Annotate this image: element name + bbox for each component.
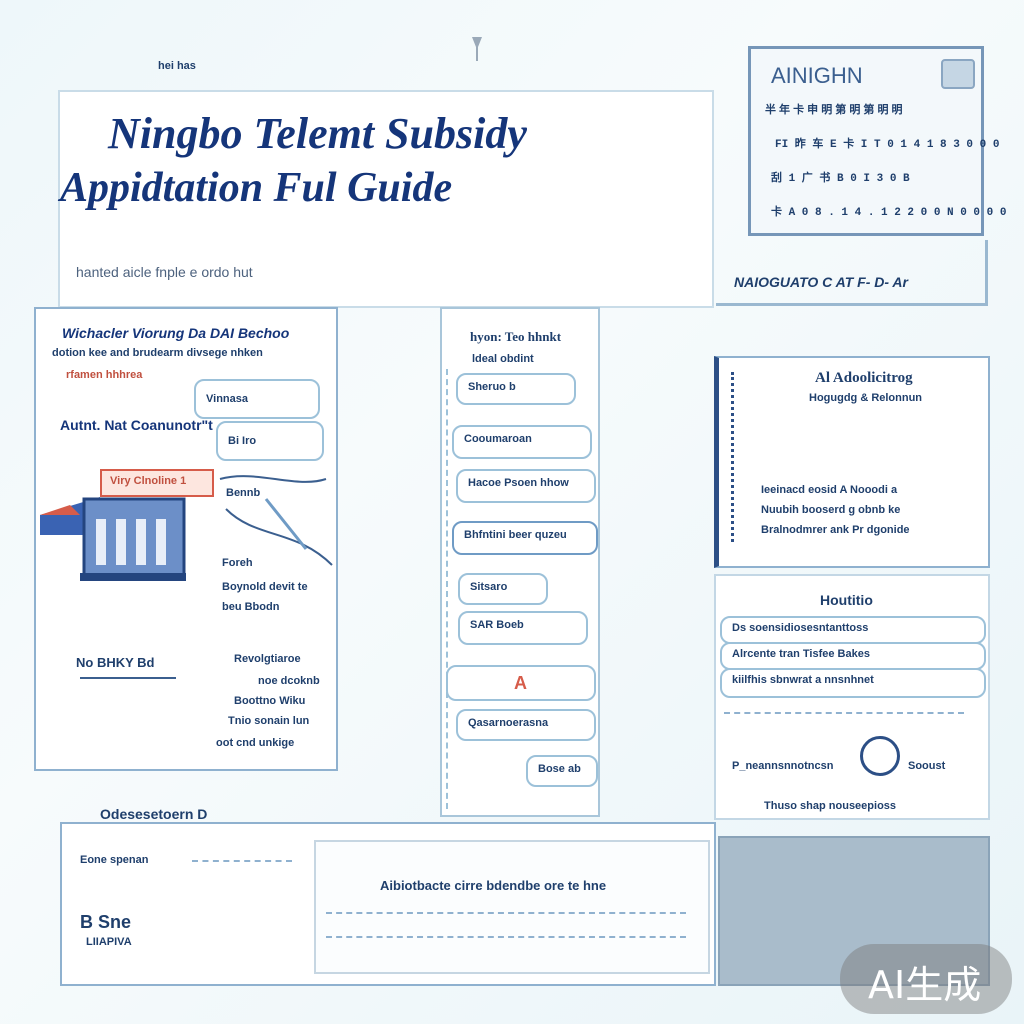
hostitio-divider [724, 712, 964, 714]
bottom-dash [192, 860, 292, 862]
mid-label: No BHKY Bd [76, 655, 155, 670]
page-title-line1: Ningbo Telemt Subsidy [108, 109, 527, 158]
bottom-left-label: Eone spenan [80, 854, 149, 866]
contact-label: Autnt. Nat Coanunotr"t [60, 417, 213, 433]
right-banner-text: NAIOGUATO C AT F- D- Ar [734, 274, 908, 290]
flow-step-7-label: A [514, 673, 527, 693]
info-row-2: FI 昨 车 E 卡 I T 0 1 4 1 8 3 0 0 0 [775, 139, 1000, 151]
flow-step-3[interactable]: Hacoe Psoen hhow [456, 469, 596, 503]
hostitio-item-4: P_neannsnnotncsn [732, 760, 834, 772]
bottom-text-4: Tnio sonain lun [228, 715, 310, 727]
watermark-text: AI生成 [868, 963, 982, 1007]
hostitio-title: Houtitio [820, 592, 873, 608]
hostitio-item-5: Sooust [908, 760, 946, 772]
section-text-3: beu Bbodn [222, 601, 280, 613]
info-row-1: 半 年 卡 申 明 第 明 第 明 明 [765, 104, 903, 116]
flow-panel: hyon: Teo hhnkt ldeal obdint Sheruo b Co… [440, 307, 600, 817]
timeline-card: Aibiotbacte cirre bdendbe ore te hne [314, 840, 710, 974]
flow-step-9[interactable]: Bose ab [526, 755, 598, 787]
section-text-1: Foreh [222, 557, 253, 569]
flow-step-6[interactable]: SAR Boeb [458, 611, 588, 645]
section-text-2: Boynold devit te [222, 581, 308, 593]
pin-icon [470, 35, 484, 63]
mid-underline [80, 677, 176, 679]
globe-icon [860, 736, 900, 776]
left-note: rfamen hhhrea [66, 369, 143, 381]
bottom-panel: Eone spenan B Sne LIIAPIVA Aibiotbacte c… [60, 822, 716, 986]
flow-step-4[interactable]: Bhfntini beer quzeu [452, 521, 598, 555]
hostitio-panel: Houtitio Ds soensidiosesntanttoss Alrcen… [714, 574, 990, 820]
right-banner: NAIOGUATO C AT F- D- Ar [716, 240, 988, 306]
left-subheading: dotion kee and brudearm divsege nhken [52, 347, 263, 359]
app-row-3: Bralnodmrer ank Pr dgonide [761, 524, 910, 536]
hostitio-item-2[interactable]: Alrcente tran Tisfee Bakes [720, 642, 986, 670]
flow-step-1[interactable]: Sheruo b [456, 373, 576, 405]
app-row-2: Nuubih booserd g obnb ke [761, 504, 901, 516]
mini-box-2[interactable]: Bi Iro [216, 421, 324, 461]
watermark-badge: AI生成 [840, 944, 1012, 1014]
mini-box-1[interactable]: Vinnasa [194, 379, 320, 419]
app-card-title: Al Adoolicitrog [815, 370, 913, 386]
flow-step-7[interactable]: A [446, 665, 596, 701]
info-row-4: 卡 A 0 8 . 1 4 . 1 2 2 0 0 N 0 0 0 0 [771, 207, 1007, 219]
bottom-text-2: noe dcoknb [258, 675, 320, 687]
bottom-text-3: Boottno Wiku [234, 695, 306, 707]
flow-step-8[interactable]: Qasarnoerasna [456, 709, 596, 741]
page-title-line2: Appidtation Ful Guide [60, 165, 453, 211]
map-sketch [216, 469, 336, 569]
hostitio-footer: Thuso shap nouseepioss [764, 800, 897, 812]
bottom-left-caption: LIIAPIVA [86, 936, 132, 948]
hostitio-item-3[interactable]: kiilfhis sbnwrat a nnsnhnet [720, 668, 986, 698]
timeline-banner: Aibiotbacte cirre bdendbe ore te hne [380, 878, 607, 893]
flow-step-2[interactable]: Cooumaroan [452, 425, 592, 459]
info-row-3: 刮 1 广 书 B 0 I 3 0 B [771, 173, 910, 185]
left-panel: Wichacler Viorung Da DAI Bechoo dotion k… [34, 307, 338, 771]
info-card: AINIGHN 半 年 卡 申 明 第 明 第 明 明 FI 昨 车 E 卡 I… [748, 46, 1006, 236]
hostitio-item-1[interactable]: Ds soensidiosesntanttoss [720, 616, 986, 644]
flow-title: hyon: Teo hhnkt [470, 329, 562, 344]
building-icon [40, 495, 188, 585]
timeline-line-1 [326, 912, 686, 914]
flow-subtitle: ldeal obdint [472, 353, 534, 365]
app-row-1: Ieeinacd eosid A Nooodi a [761, 484, 898, 496]
top-label: hei has [158, 60, 196, 72]
bottom-text-1: Revolgtiaroe [234, 653, 301, 665]
app-card-subtitle: Hogugdg & Relonnun [809, 392, 923, 404]
bottom-left-big: B Sne [80, 912, 132, 932]
gray-block [718, 836, 990, 986]
app-card: Al Adoolicitrog Hogugdg & Relonnun Ieein… [714, 356, 990, 568]
left-heading: Wichacler Viorung Da DAI Bechoo [62, 325, 290, 341]
ribbon-label: Viry Clnoline 1 [100, 469, 214, 497]
timeline-line-2 [326, 936, 686, 938]
header-panel: Ningbo Telemt Subsidy Appidtation Ful Gu… [58, 90, 714, 308]
wrench-icon [731, 372, 754, 542]
settings-icon[interactable] [941, 59, 975, 89]
info-card-title: AINIGHN [771, 63, 863, 88]
flow-step-5[interactable]: Sitsaro [458, 573, 548, 605]
flow-connector [446, 369, 458, 809]
bottom-text-5: oot cnd unkige [216, 737, 295, 749]
tag-bennb: Bennb [226, 487, 261, 499]
page-subtitle: hanted aicle fnple e ordo hut [76, 264, 253, 280]
